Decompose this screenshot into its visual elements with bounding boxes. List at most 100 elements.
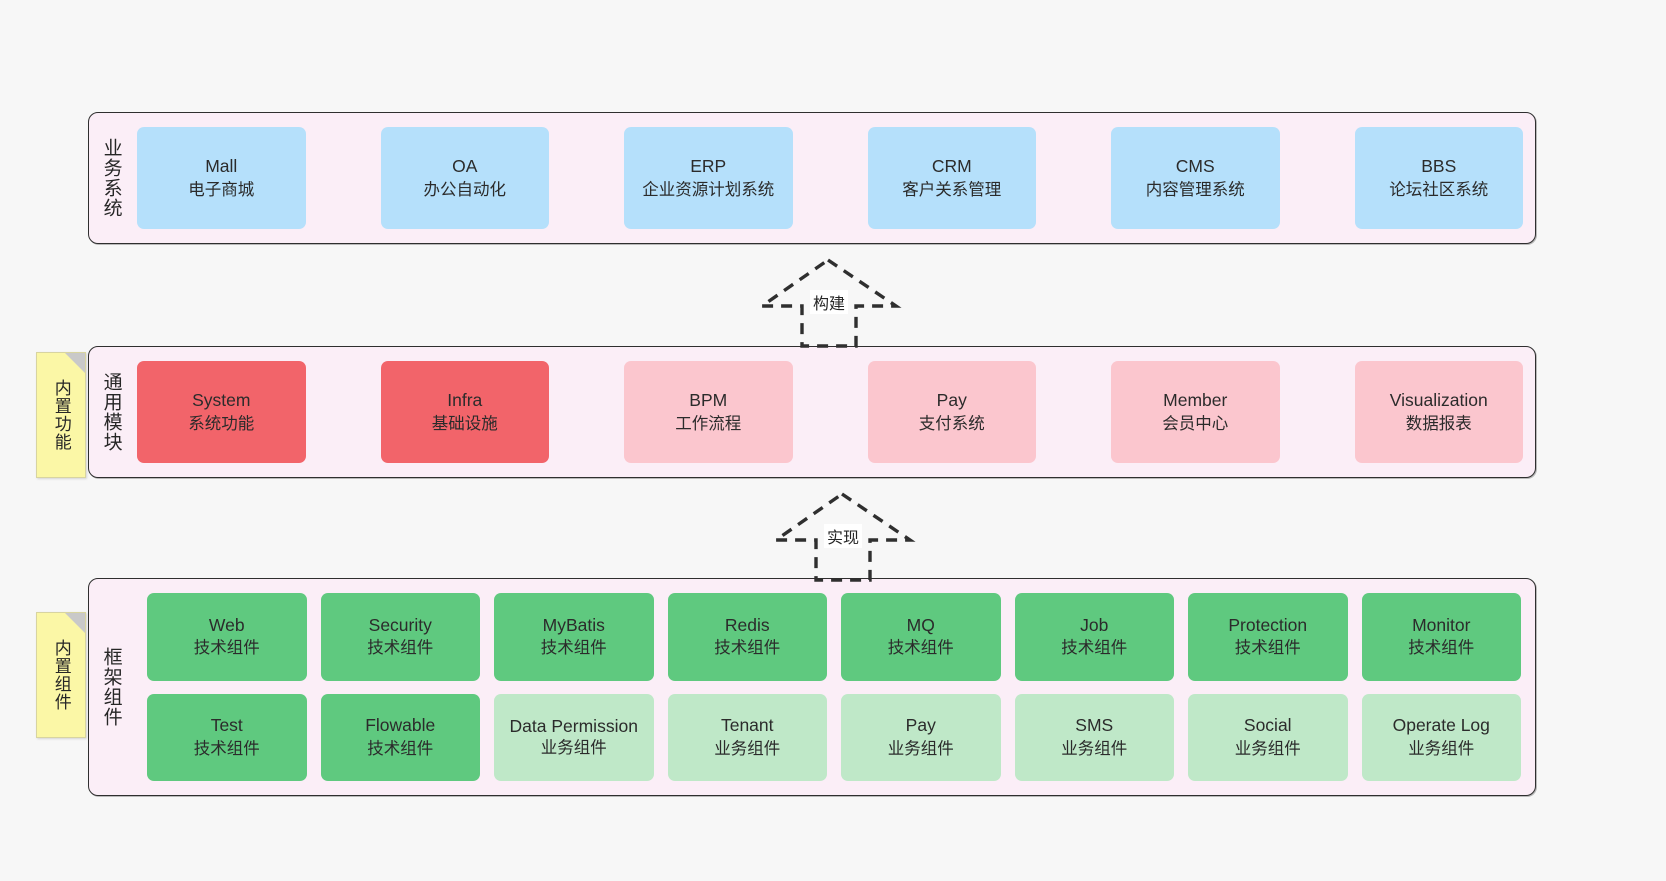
card-tenant-en: Tenant xyxy=(720,715,774,736)
note-builtin-components: 内置组件 xyxy=(36,612,86,738)
card-job[interactable]: Job 技术组件 xyxy=(1014,593,1174,681)
card-test-cn: 技术组件 xyxy=(193,739,260,758)
card-mybatis-cn: 技术组件 xyxy=(540,639,607,658)
framework-components-card-grid: Web 技术组件 Security 技术组件 MyBatis 技术组件 Redi… xyxy=(133,579,1535,795)
spacer xyxy=(320,127,367,229)
business-systems-card-list: Mall 电子商城 OA 办公自动化 ERP 企业资源计划系统 CRM 客户关系… xyxy=(133,113,1535,243)
card-system-cn: 系统功能 xyxy=(188,414,255,433)
spacer xyxy=(1050,127,1097,229)
card-test-en: Test xyxy=(210,715,243,736)
card-tenant-cn: 业务组件 xyxy=(714,739,781,758)
card-oa[interactable]: OA 办公自动化 xyxy=(380,127,549,229)
card-test[interactable]: Test 技术组件 xyxy=(147,693,307,781)
card-oa-en: OA xyxy=(452,156,478,177)
card-bpm-cn: 工作流程 xyxy=(675,414,742,433)
connector-build: 构建 xyxy=(756,256,902,348)
card-crm[interactable]: CRM 客户关系管理 xyxy=(867,127,1036,229)
connector-implement-label: 实现 xyxy=(823,524,863,548)
card-security-cn: 技术组件 xyxy=(367,639,434,658)
card-protection[interactable]: Protection 技术组件 xyxy=(1188,593,1348,681)
card-tenant[interactable]: Tenant 业务组件 xyxy=(667,693,827,781)
card-member-cn: 会员中心 xyxy=(1162,414,1229,433)
note-builtin-components-label: 内置组件 xyxy=(51,639,71,711)
card-visualization[interactable]: Visualization 数据报表 xyxy=(1354,361,1523,463)
connector-build-arrow-icon xyxy=(756,257,902,348)
card-redis[interactable]: Redis 技术组件 xyxy=(667,593,827,681)
card-redis-cn: 技术组件 xyxy=(714,639,781,658)
card-erp[interactable]: ERP 企业资源计划系统 xyxy=(624,127,793,229)
card-cms-cn: 内容管理系统 xyxy=(1145,180,1245,199)
card-flowable-cn: 技术组件 xyxy=(367,739,434,758)
card-flowable[interactable]: Flowable 技术组件 xyxy=(320,693,480,781)
spacer xyxy=(807,127,854,229)
card-visualization-en: Visualization xyxy=(1389,390,1488,411)
card-erp-en: ERP xyxy=(690,156,727,177)
card-sms[interactable]: SMS 业务组件 xyxy=(1014,693,1174,781)
spacer xyxy=(563,127,610,229)
spacer xyxy=(563,361,610,463)
spacer xyxy=(1294,361,1341,463)
card-system[interactable]: System 系统功能 xyxy=(137,361,306,463)
card-redis-en: Redis xyxy=(724,614,770,635)
card-pay-module-cn: 支付系统 xyxy=(918,414,985,433)
card-cms-en: CMS xyxy=(1175,156,1215,177)
card-security[interactable]: Security 技术组件 xyxy=(320,593,480,681)
card-sms-en: SMS xyxy=(1075,715,1114,736)
common-modules-card-list: System 系统功能 Infra 基础设施 BPM 工作流程 Pay 支付系统… xyxy=(133,347,1535,477)
card-crm-cn: 客户关系管理 xyxy=(902,180,1002,199)
card-mq-cn: 技术组件 xyxy=(887,639,954,658)
card-web[interactable]: Web 技术组件 xyxy=(147,593,307,681)
card-member[interactable]: Member 会员中心 xyxy=(1111,361,1280,463)
card-crm-en: CRM xyxy=(931,156,972,177)
card-mall[interactable]: Mall 电子商城 xyxy=(137,127,306,229)
card-mybatis[interactable]: MyBatis 技术组件 xyxy=(494,593,654,681)
card-operate-log[interactable]: Operate Log 业务组件 xyxy=(1361,693,1521,781)
card-oa-cn: 办公自动化 xyxy=(423,180,507,199)
card-monitor[interactable]: Monitor 技术组件 xyxy=(1361,593,1521,681)
card-pay-component-cn: 业务组件 xyxy=(887,739,954,758)
connector-implement-arrow-icon xyxy=(770,491,916,582)
card-data-permission[interactable]: Data Permission 业务组件 xyxy=(494,693,654,781)
note-fold-corner-icon xyxy=(65,613,85,633)
card-monitor-en: Monitor xyxy=(1412,614,1471,635)
card-operate-log-cn: 业务组件 xyxy=(1408,739,1475,758)
card-mall-cn: 电子商城 xyxy=(188,180,255,199)
card-member-en: Member xyxy=(1163,390,1228,411)
card-operate-log-en: Operate Log xyxy=(1392,715,1490,736)
card-mq[interactable]: MQ 技术组件 xyxy=(841,593,1001,681)
card-social[interactable]: Social 业务组件 xyxy=(1188,693,1348,781)
card-web-en: Web xyxy=(208,614,245,635)
card-mybatis-en: MyBatis xyxy=(542,614,605,635)
layer-common-modules-title: 通用模块 xyxy=(100,372,122,452)
card-data-permission-en: Data Permission xyxy=(509,715,638,736)
connector-implement: 实现 xyxy=(770,490,916,582)
card-infra[interactable]: Infra 基础设施 xyxy=(380,361,549,463)
card-monitor-cn: 技术组件 xyxy=(1408,639,1475,658)
card-pay-module[interactable]: Pay 支付系统 xyxy=(867,361,1036,463)
card-data-permission-cn: 业务组件 xyxy=(540,738,607,757)
card-visualization-cn: 数据报表 xyxy=(1405,414,1472,433)
card-job-cn: 技术组件 xyxy=(1061,639,1128,658)
card-cms[interactable]: CMS 内容管理系统 xyxy=(1111,127,1280,229)
card-erp-cn: 企业资源计划系统 xyxy=(642,180,775,199)
card-infra-cn: 基础设施 xyxy=(431,414,498,433)
card-bbs-en: BBS xyxy=(1421,156,1457,177)
card-protection-cn: 技术组件 xyxy=(1234,639,1301,658)
card-web-cn: 技术组件 xyxy=(193,639,260,658)
card-pay-component[interactable]: Pay 业务组件 xyxy=(841,693,1001,781)
layer-business-systems: 业务系统 Mall 电子商城 OA 办公自动化 ERP 企业资源计划系统 CRM… xyxy=(88,112,1536,244)
card-bpm-en: BPM xyxy=(689,390,728,411)
card-flowable-en: Flowable xyxy=(365,715,436,736)
card-social-en: Social xyxy=(1243,715,1292,736)
note-builtin-features-label: 内置功能 xyxy=(51,379,71,451)
card-pay-component-en: Pay xyxy=(905,715,936,736)
layer-framework-components-title: 框架组件 xyxy=(100,647,122,727)
card-infra-en: Infra xyxy=(447,390,483,411)
card-bpm[interactable]: BPM 工作流程 xyxy=(624,361,793,463)
spacer xyxy=(807,361,854,463)
card-system-en: System xyxy=(192,390,251,411)
card-bbs[interactable]: BBS 论坛社区系统 xyxy=(1354,127,1523,229)
spacer xyxy=(1294,127,1341,229)
card-sms-cn: 业务组件 xyxy=(1061,739,1128,758)
